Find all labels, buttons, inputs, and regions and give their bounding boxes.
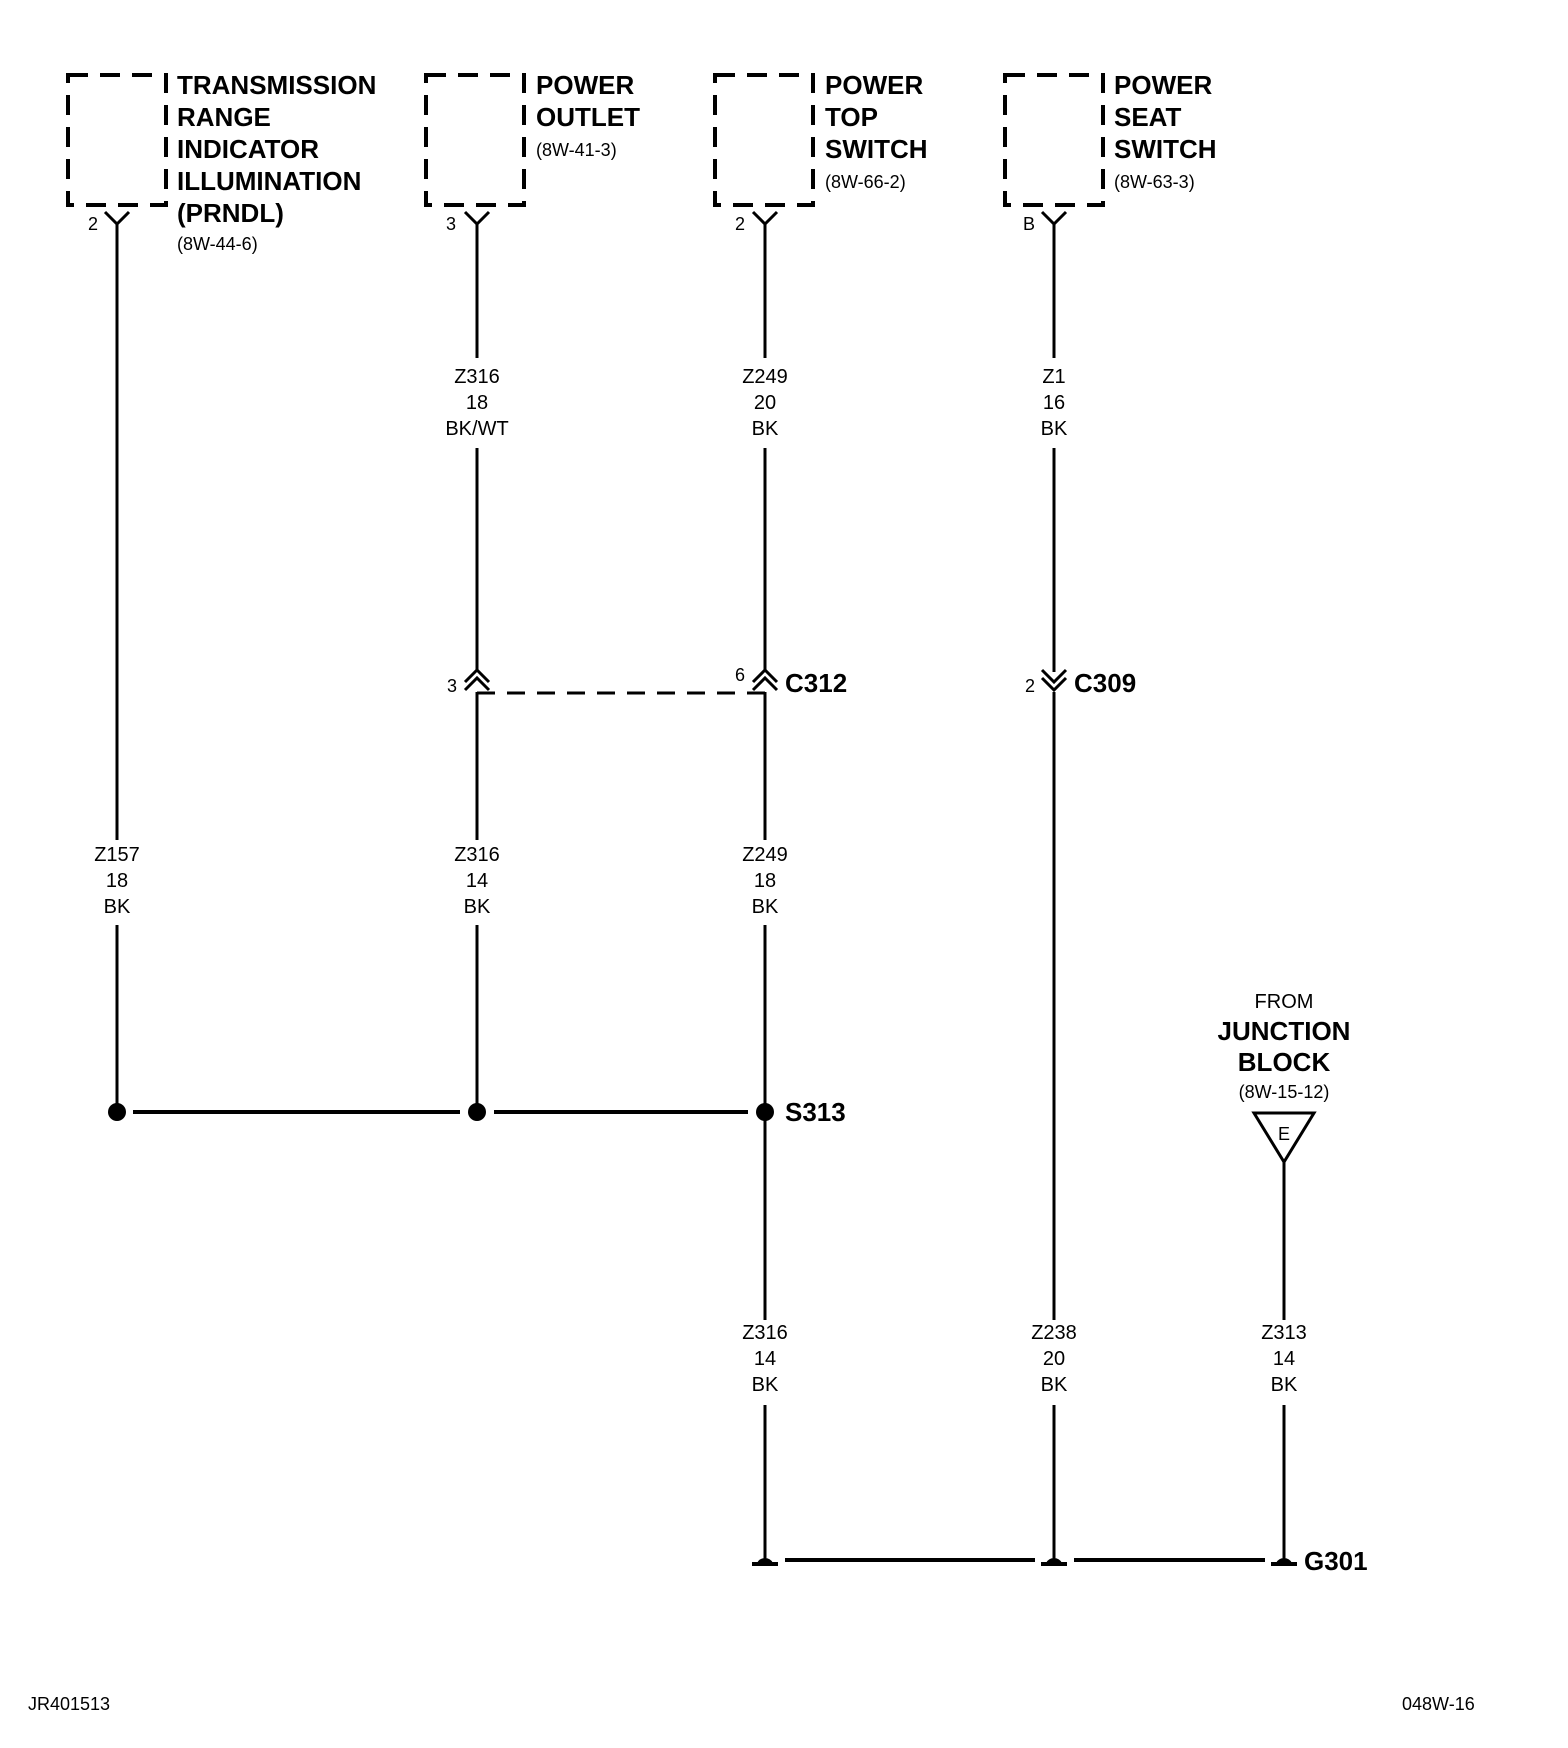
- component-title-line: ILLUMINATION: [177, 166, 361, 196]
- wire-gauge: 18: [754, 870, 776, 892]
- component-title-line: POWER: [825, 70, 923, 100]
- wire-gauge: 14: [1273, 1348, 1295, 1370]
- wire-code: Z316: [742, 1322, 788, 1344]
- terminal-prndl: [103, 210, 131, 227]
- wire-color: BK: [104, 896, 131, 918]
- wire-code: Z157: [94, 844, 140, 866]
- junction-title-line: JUNCTION: [1218, 1016, 1351, 1046]
- wire-gauge: 14: [754, 1348, 776, 1370]
- pin-label: 2: [88, 214, 98, 234]
- component-ref: (8W-44-6): [177, 234, 258, 254]
- junction-triangle: [1251, 1111, 1317, 1165]
- ground-symbol: [1271, 1558, 1297, 1566]
- wire-color: BK: [752, 418, 779, 440]
- component-box: [713, 73, 815, 207]
- ground-label: G301: [1304, 1546, 1368, 1576]
- junction-from-label: FROM: [1255, 991, 1314, 1013]
- c312-terminal-left: [463, 675, 491, 692]
- footer-right-code: 048W-16: [1402, 1694, 1475, 1714]
- component-title-line: SWITCH: [1114, 134, 1217, 164]
- c312-pin-right: 6: [735, 665, 745, 685]
- wire-gauge: 18: [106, 870, 128, 892]
- component-title-line: TRANSMISSION: [177, 70, 376, 100]
- wires: [115, 224, 1286, 1560]
- pin-label: 2: [735, 214, 745, 234]
- wire-code: Z313: [1261, 1322, 1307, 1344]
- splice-dot: [756, 1103, 774, 1121]
- wire-color: BK/WT: [445, 418, 508, 440]
- connector-label-c312: C312: [785, 668, 847, 698]
- component-ref: (8W-41-3): [536, 140, 617, 160]
- component-power-top-switch: POWER TOP SWITCH (8W-66-2) 2: [713, 70, 928, 234]
- terminal-outlet: [463, 210, 491, 227]
- wire-gauge: 18: [466, 392, 488, 414]
- wire-color: BK: [1041, 418, 1068, 440]
- component-power-seat-switch: POWER SEAT SWITCH (8W-63-3) B: [1003, 70, 1217, 234]
- c312-pin-left: 3: [447, 676, 457, 696]
- component-title-line: INDICATOR: [177, 134, 319, 164]
- wire-gauge: 16: [1043, 392, 1065, 414]
- component-ref: (8W-66-2): [825, 172, 906, 192]
- pin-label: 3: [446, 214, 456, 234]
- splice-label: S313: [785, 1097, 846, 1127]
- wire-color: BK: [1271, 1374, 1298, 1396]
- component-title-line: POWER: [536, 70, 634, 100]
- ground-symbol: [1041, 1558, 1067, 1566]
- component-power-outlet: POWER OUTLET (8W-41-3) 3: [424, 70, 640, 234]
- component-box: [1003, 73, 1105, 207]
- junction-pin: E: [1278, 1124, 1290, 1144]
- junction-title-line: BLOCK: [1238, 1047, 1331, 1077]
- component-title-line: TOP: [825, 102, 878, 132]
- wire-color: BK: [464, 896, 491, 918]
- c309-terminal: [1040, 676, 1068, 693]
- component-title-line: SWITCH: [825, 134, 928, 164]
- wire-code: Z316: [454, 366, 500, 388]
- connector-c309: [1040, 668, 1068, 693]
- splice-s313: [108, 1103, 774, 1121]
- terminal-seat: [1040, 210, 1068, 227]
- wire-labels: Z316 18 BK/WT Z249 20 BK Z1 16 BK Z157 1…: [94, 366, 1307, 1396]
- junction-block: FROM JUNCTION BLOCK (8W-15-12) E: [1218, 991, 1351, 1165]
- c309-pin: 2: [1025, 676, 1035, 696]
- wire-gauge: 14: [466, 870, 488, 892]
- connector-label-c309: C309: [1074, 668, 1136, 698]
- connector-c312: [463, 667, 779, 695]
- component-title-line: POWER: [1114, 70, 1212, 100]
- ground-g301: [752, 1558, 1297, 1566]
- terminal-top: [751, 210, 779, 227]
- component-box: [424, 73, 526, 207]
- wire-code: Z249: [742, 366, 788, 388]
- wire-code: Z316: [454, 844, 500, 866]
- pin-label: B: [1023, 214, 1035, 234]
- c312-terminal-left: [463, 667, 491, 684]
- footer-left-code: JR401513: [28, 1694, 110, 1714]
- ground-symbol: [752, 1558, 778, 1566]
- c309-terminal: [1040, 668, 1068, 685]
- c312-terminal-right: [751, 675, 779, 692]
- wire-color: BK: [752, 896, 779, 918]
- c312-terminal-right: [751, 667, 779, 684]
- splice-dot: [468, 1103, 486, 1121]
- component-ref: (8W-63-3): [1114, 172, 1195, 192]
- component-prndl: TRANSMISSION RANGE INDICATOR ILLUMINATIO…: [66, 70, 376, 254]
- wire-color: BK: [1041, 1374, 1068, 1396]
- component-title-line: SEAT: [1114, 102, 1182, 132]
- component-title-line: RANGE: [177, 102, 271, 132]
- component-title-line: OUTLET: [536, 102, 640, 132]
- wire-color: BK: [752, 1374, 779, 1396]
- wire-code: Z238: [1031, 1322, 1077, 1344]
- wire-code: Z1: [1042, 366, 1065, 388]
- component-title-line: (PRNDL): [177, 198, 284, 228]
- splice-dot: [108, 1103, 126, 1121]
- wire-code: Z249: [742, 844, 788, 866]
- wire-gauge: 20: [754, 392, 776, 414]
- junction-ref: (8W-15-12): [1239, 1082, 1330, 1102]
- wire-gauge: 20: [1043, 1348, 1065, 1370]
- component-box: [66, 73, 168, 207]
